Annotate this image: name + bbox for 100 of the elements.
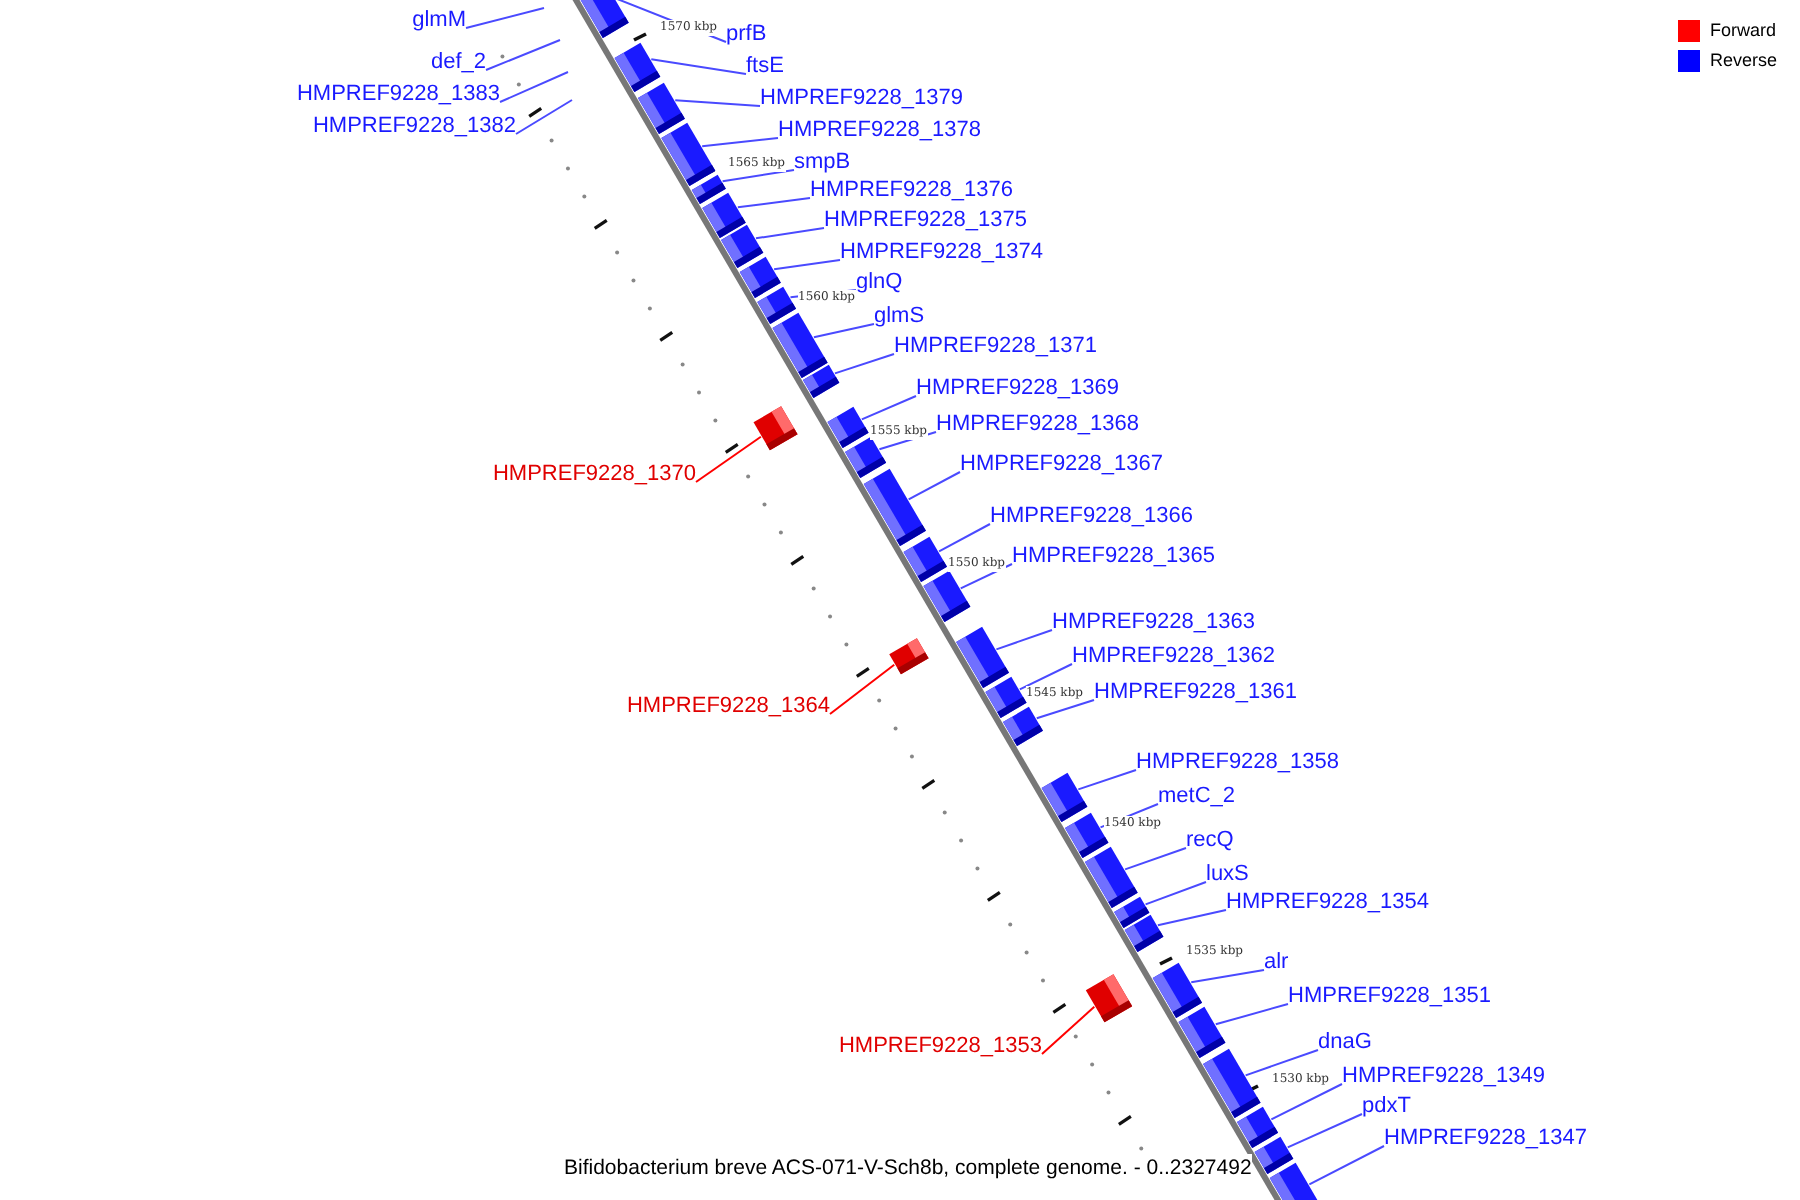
gene-block (1084, 846, 1138, 908)
gene-label: HMPREF9228_1361 (1094, 678, 1298, 706)
gene-label: ftsE (746, 52, 784, 80)
gene-block (757, 286, 797, 324)
gene-label: HMPREF9228_1353 (838, 1032, 1042, 1060)
gene-block (903, 536, 947, 582)
gene-label: HMPREF9228_1371 (894, 332, 1098, 360)
gene-label: HMPREF9228_1347 (1384, 1124, 1588, 1152)
leader-line (1041, 1005, 1096, 1055)
gene-label: HMPREF9228_1367 (960, 450, 1164, 478)
leader-line (1270, 1083, 1343, 1121)
gene-block (1003, 706, 1043, 746)
gene-block (802, 364, 840, 398)
leader-line (701, 137, 779, 148)
gene-block (661, 122, 716, 186)
gene-label: HMPREF9228_1362 (1072, 642, 1276, 670)
gene-label: HMPREF9228_1383 (296, 80, 500, 108)
legend-label: Reverse (1710, 48, 1778, 72)
gene-block (1237, 1106, 1279, 1148)
gene-label: HMPREF9228_1369 (916, 374, 1120, 402)
gene-block (956, 626, 1009, 688)
caption: Bifidobacterium breve ACS-071-V-Sch8b, complete genome. - 0..2327492 (564, 1154, 1252, 1182)
leader-line (754, 227, 825, 240)
gene-label: HMPREF9228_1358 (1136, 748, 1340, 776)
gene-label: HMPREF9228_1382 (312, 112, 516, 140)
gene-label: HMPREF9228_1351 (1288, 982, 1492, 1010)
leader-line (499, 71, 569, 103)
leader-line (650, 58, 747, 75)
gene-block (1124, 914, 1164, 952)
leader-line (938, 523, 991, 553)
gene-block (1269, 1162, 1322, 1200)
leader-line (860, 395, 917, 421)
leader-line (1077, 769, 1137, 791)
gene-block (772, 312, 828, 378)
gene-label: metC_2 (1158, 782, 1236, 810)
leader-line (1156, 909, 1227, 927)
gene-label: HMPREF9228_1354 (1226, 888, 1430, 916)
leader-line (907, 471, 961, 501)
gene-block (889, 638, 929, 675)
gene-label: pdxT (1362, 1092, 1411, 1120)
gene-label: HMPREF9228_1375 (824, 206, 1028, 234)
gene-label: HMPREF9228_1365 (1012, 542, 1216, 570)
gene-label: HMPREF9228_1378 (778, 116, 982, 144)
gene-block (827, 406, 869, 448)
gene-block (1041, 772, 1088, 822)
leader-line (695, 435, 762, 483)
gene-block (637, 82, 685, 134)
leader-line (1035, 699, 1095, 720)
gene-label: HMPREF9228_1364 (626, 692, 830, 720)
gene-block (1065, 812, 1109, 858)
gene-block (1254, 1136, 1294, 1174)
gene-block (614, 42, 661, 92)
gene-label: dnaG (1318, 1028, 1372, 1056)
gene-label: luxS (1206, 860, 1249, 888)
gene-block (923, 570, 971, 622)
leader-line (465, 7, 545, 29)
leader-line (721, 169, 795, 183)
gene-label: HMPREF9228_1363 (1052, 608, 1256, 636)
gene-label: smpB (794, 148, 851, 176)
gene-label: alr (1264, 948, 1289, 976)
leader-line (812, 323, 875, 339)
leader-line (773, 259, 841, 271)
gene-label: HMPREF9228_1349 (1342, 1062, 1546, 1090)
gene-label: HMPREF9228_1368 (936, 410, 1140, 438)
leader-line (1144, 881, 1207, 906)
gene-label: HMPREF9228_1366 (990, 502, 1194, 530)
gene-block (1203, 1048, 1261, 1118)
leader-line (1190, 969, 1265, 984)
leader-line (833, 353, 895, 375)
gene-block (1178, 1006, 1226, 1058)
legend-label: Forward (1710, 18, 1777, 42)
leader-line (1018, 663, 1073, 691)
gene-block (985, 676, 1027, 718)
gene-block (1085, 974, 1133, 1023)
leader-line (1244, 1049, 1319, 1077)
gene-label: HMPREF9228_1374 (840, 238, 1044, 266)
leader-line (959, 563, 1013, 590)
gene-label: def_2 (430, 48, 486, 76)
leader-line (1308, 1145, 1385, 1186)
leader-line (515, 99, 573, 135)
gene-block (739, 256, 781, 298)
leader-line (829, 663, 896, 715)
leader-line (485, 39, 561, 71)
gene-block (1152, 962, 1203, 1018)
gene-block (721, 224, 764, 268)
gene-block (702, 192, 746, 238)
gene-label: HMPREF9228_1370 (492, 460, 696, 488)
leader-line (995, 629, 1053, 651)
leader-line (1124, 847, 1187, 871)
gene-label: glnQ (856, 268, 903, 296)
gene-block (845, 436, 887, 478)
gene-label: HMPREF9228_1379 (760, 84, 964, 112)
gene-label: glmS (874, 302, 925, 330)
leader-line (1214, 1003, 1289, 1026)
gene-label: HMPREF9228_1376 (810, 176, 1014, 204)
leader-line (674, 99, 761, 107)
gene-block (863, 468, 926, 546)
leader-line (736, 197, 811, 209)
gene-label: prfB (726, 20, 767, 48)
gene-label: recQ (1186, 826, 1234, 854)
